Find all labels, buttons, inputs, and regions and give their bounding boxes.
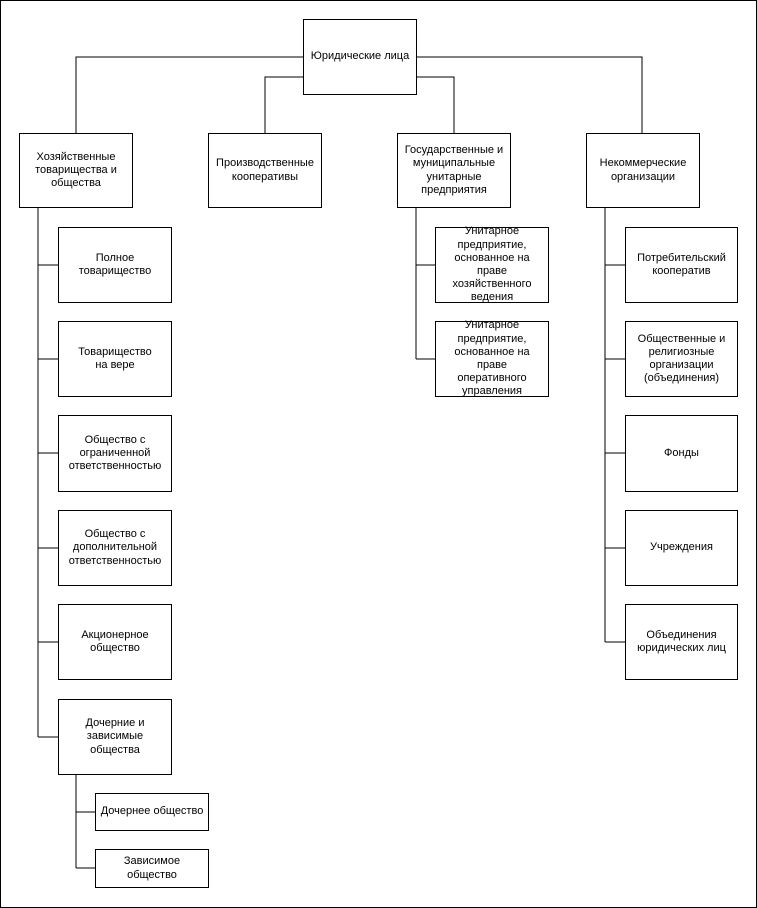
node-noncommercial-item-label: Объединения юридических лиц	[637, 628, 726, 654]
node-noncommercial-item: Объединения юридических лиц	[625, 604, 738, 680]
node-noncommercial-item: Потребительский кооператив	[625, 227, 738, 303]
node-noncommercial-item-label: Потребительский кооператив	[637, 251, 726, 277]
node-unitary-item: Унитарное предприятие, основанное на пра…	[435, 319, 549, 398]
node-noncommercial-item-label: Фонды	[664, 446, 699, 459]
node-noncommercial: Некоммерческие организации	[586, 133, 700, 208]
node-noncommercial-item: Учреждения	[625, 510, 738, 586]
node-subsidiary-item: Дочернее общество	[95, 793, 209, 831]
node-subsidiary-item: Зависимое общество	[95, 849, 209, 888]
connector-root-business	[75, 56, 303, 133]
node-business: Хозяйственные товарищества и общества	[19, 133, 133, 208]
node-business-item-label: Общество с ограниченной ответственностью	[68, 433, 162, 473]
node-business-item: Акционерное общество	[58, 604, 172, 680]
node-business-item: Товарищество на вере	[58, 321, 172, 397]
node-subsidiary-item-label: Зависимое общество	[123, 855, 181, 881]
node-production-label: Производственные кооперативы	[216, 157, 314, 183]
connector-root-noncommercial	[417, 56, 643, 133]
node-unitary-item: Унитарное предприятие, основанное на пра…	[435, 225, 549, 304]
node-business-item: Общество с дополнительной ответственност…	[58, 510, 172, 586]
node-noncommercial-item: Общественные и религиозные организации (…	[625, 321, 738, 397]
node-business-label: Хозяйственные товарищества и общества	[35, 150, 117, 190]
node-business-item: Полное товарищество	[58, 227, 172, 303]
node-business-item: Общество с ограниченной ответственностью	[58, 415, 172, 492]
node-subsidiary-item-label: Дочернее общество	[100, 805, 204, 818]
node-business-item-label: Общество с дополнительной ответственност…	[68, 528, 162, 567]
node-business-item-label: Товарищество на вере	[78, 345, 152, 371]
connector-root-production	[264, 76, 303, 133]
node-root-label: Юридические лица	[310, 50, 410, 63]
node-production: Производственные кооперативы	[208, 133, 322, 208]
node-business-item-label: Дочерние и зависимые общества	[85, 717, 145, 756]
node-business-item: Дочерние и зависимые общества	[58, 699, 172, 775]
node-unitary-label: Государственные и муниципальные унитарны…	[404, 144, 504, 196]
node-noncommercial-item-label: Общественные и религиозные организации (…	[637, 332, 726, 385]
node-noncommercial-item-label: Учреждения	[650, 541, 713, 554]
node-unitary: Государственные и муниципальные унитарны…	[397, 133, 511, 208]
node-noncommercial-label: Некоммерческие организации	[599, 157, 687, 183]
node-unitary-item-label: Унитарное предприятие, основанное на пра…	[454, 319, 530, 398]
node-root: Юридические лица	[303, 19, 417, 95]
node-business-item-label: Акционерное общество	[81, 628, 149, 654]
node-noncommercial-item: Фонды	[625, 415, 738, 492]
connector-root-unitary	[417, 76, 455, 133]
node-unitary-item-label: Унитарное предприятие, основанное на пра…	[452, 225, 532, 304]
node-business-item-label: Полное товарищество	[78, 251, 152, 277]
